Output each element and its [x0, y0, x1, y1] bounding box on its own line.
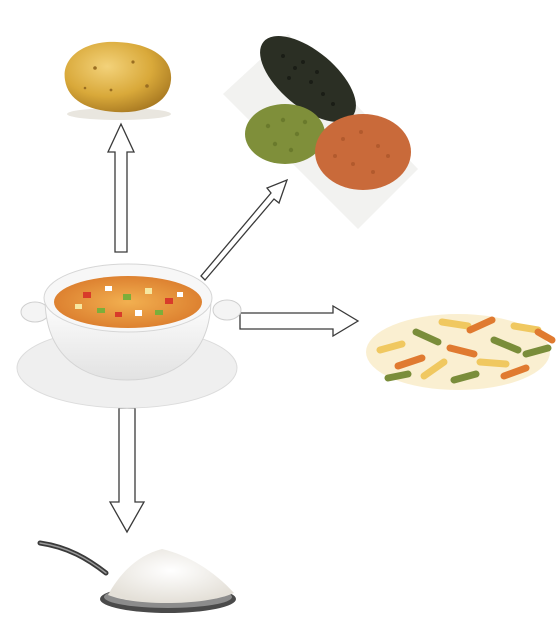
potato-icon: [55, 28, 185, 128]
vegetable-soup-icon: [5, 248, 260, 430]
lentils-split-peas-icon: [213, 34, 423, 234]
flour-spoon-icon: [38, 533, 243, 617]
arrow-to-potato: [108, 124, 134, 252]
fusilli-pasta-icon: [358, 292, 560, 412]
